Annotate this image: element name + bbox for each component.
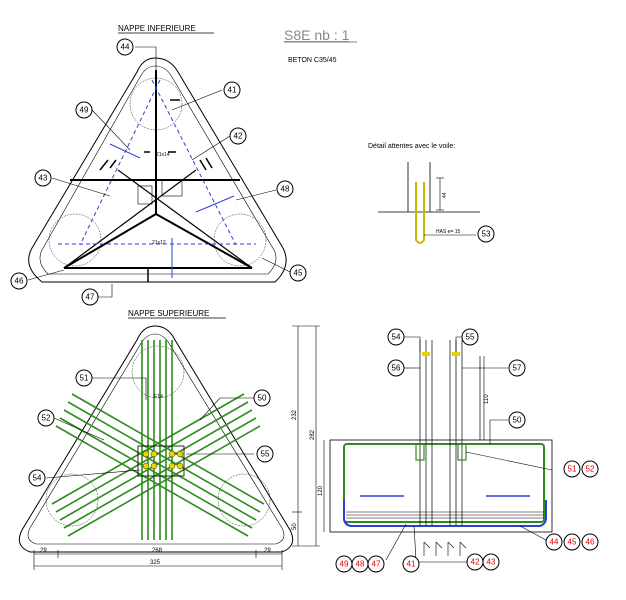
callout-sec-49: 49 [335,555,353,573]
concrete-grade: BETON C35/45 [288,57,337,64]
svg-text:42: 42 [471,558,480,567]
dim-bottom-left: 29 [40,548,47,554]
dim-right-total: 282 [310,429,316,440]
callout-41: 41 [223,81,241,99]
svg-text:45: 45 [568,538,577,547]
svg-text:54: 54 [392,333,401,342]
callout-sec-47: 47 [367,555,385,573]
svg-text:52: 52 [42,414,51,423]
dim-bottom-mid: 268 [152,548,163,554]
callout-52: 52 [37,409,55,427]
svg-text:43: 43 [487,558,496,567]
svg-text:55: 55 [466,333,475,342]
svg-text:43: 43 [39,174,48,183]
callout-sec-44: 44 [545,533,563,551]
callout-sec-46: 46 [581,533,599,551]
svg-text:52: 52 [586,465,595,474]
dim-section-top: 110 [484,394,490,404]
callout-45: 45 [289,264,307,282]
callout-53: 53 [477,225,495,243]
callout-sec-45: 45 [563,533,581,551]
callout-sec-51: 51 [563,460,581,478]
svg-text:49: 49 [80,106,89,115]
svg-text:42: 42 [234,132,243,141]
has-note: HAS e= 15 [436,229,461,235]
callout-54: 54 [28,469,46,487]
svg-text:51: 51 [568,465,577,474]
svg-text:46: 46 [586,538,595,547]
dim-right-lower: 50 [292,523,298,530]
section-view [323,340,553,563]
bar-mark-a: 21x12 [152,240,166,246]
svg-text:56: 56 [392,364,401,373]
callout-49: 49 [75,101,93,119]
callout-42: 42 [229,127,247,145]
bar-mark-b: 21x14 [156,152,170,158]
svg-text:46: 46 [15,277,24,286]
svg-text:51: 51 [80,374,89,383]
svg-text:41: 41 [228,86,237,95]
callout-sec-43: 43 [482,553,500,571]
svg-text:45: 45 [294,269,303,278]
svg-text:41: 41 [407,560,416,569]
callout-sec-54: 54 [387,328,405,346]
svg-text:55: 55 [261,450,270,459]
svg-text:50: 50 [258,394,267,403]
callout-sec-42: 42 [466,553,484,571]
callout-48: 48 [276,180,294,198]
drawing-title: S8E nb : 1 [284,27,350,43]
svg-text:50: 50 [513,416,522,425]
callout-55: 55 [256,445,274,463]
callout-sec-48: 48 [351,555,369,573]
dim-bottom-total: 325 [150,560,161,566]
bottom-dimensions [33,550,283,570]
callout-50: 50 [253,389,271,407]
section-title-lower: NAPPE INFERIEURE [118,24,196,33]
callout-46: 46 [10,272,28,290]
callout-sec-55: 55 [461,328,479,346]
callout-sec-56: 56 [387,359,405,377]
callout-44: 44 [116,38,134,56]
detail-dim: 44 [442,192,448,198]
svg-text:44: 44 [550,538,559,547]
dim-section-height: 120 [318,485,324,496]
callout-sec-41: 41 [402,555,420,573]
svg-text:47: 47 [86,293,95,302]
right-dimensions [292,325,320,547]
bar-mark-c: E14 [154,394,163,400]
callout-51: 51 [75,369,93,387]
lower-plan: 21x12 21x14 [28,57,287,283]
svg-text:54: 54 [33,474,42,483]
callout-sec-50: 50 [508,411,526,429]
svg-text:44: 44 [121,43,130,52]
svg-text:53: 53 [482,230,491,239]
section-title-upper: NAPPE SUPERIEURE [128,309,209,318]
svg-text:47: 47 [372,560,381,569]
svg-text:48: 48 [281,185,290,194]
dim-bottom-right: 29 [264,548,271,554]
callout-sec-52: 52 [581,460,599,478]
svg-text:57: 57 [513,364,522,373]
detail-drawing: 44 HAS e= 15 [378,162,480,244]
callout-sec-57: 57 [508,359,526,377]
svg-text:48: 48 [356,560,365,569]
upper-plan: E14 [18,325,294,553]
callout-43: 43 [34,169,52,187]
dim-right-upper: 232 [292,409,298,420]
svg-text:49: 49 [340,560,349,569]
callout-47: 47 [81,288,99,306]
section-title-detail: Détail attentes avec le voile: [368,143,455,150]
